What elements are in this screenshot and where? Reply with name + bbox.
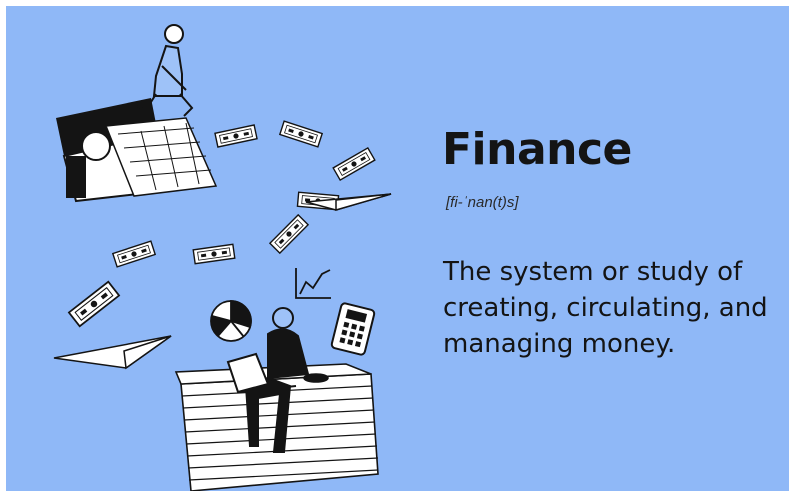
pie-chart-icon — [210, 300, 252, 342]
finance-illustration — [53, 24, 392, 491]
money-printer-icon — [56, 98, 218, 203]
line-chart-icon — [295, 268, 331, 299]
calculator-icon — [330, 302, 376, 356]
person-with-laptop-icon — [226, 307, 310, 453]
term-title: Finance — [442, 124, 632, 175]
person-operating-printer-icon — [135, 24, 194, 117]
pronunciation: [fi-ˈnan(t)s] — [446, 194, 519, 211]
definition-card: Finance [fi-ˈnan(t)s] The system or stud… — [6, 6, 789, 491]
definition-text: The system or study of creating, circula… — [443, 257, 768, 359]
paper-airplane-icon — [53, 193, 392, 370]
